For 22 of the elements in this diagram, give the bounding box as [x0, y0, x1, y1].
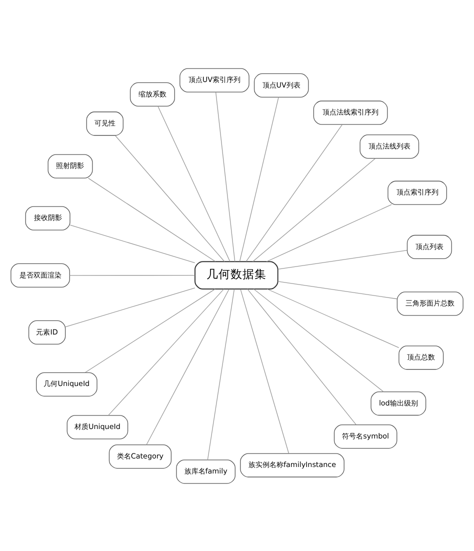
connector	[146, 288, 230, 445]
connector	[215, 91, 236, 262]
connector	[267, 288, 400, 348]
connector	[278, 280, 398, 299]
connector	[247, 288, 356, 424]
connector	[253, 288, 384, 392]
connector	[108, 288, 224, 416]
connector	[158, 105, 230, 262]
connector	[88, 177, 216, 262]
connector	[207, 288, 235, 460]
connector	[65, 287, 196, 327]
connector	[252, 158, 376, 262]
connector	[240, 288, 290, 454]
connector	[70, 224, 196, 263]
connector	[246, 124, 343, 262]
connector	[239, 96, 279, 262]
connector	[114, 134, 225, 262]
connector	[84, 288, 216, 372]
connector	[278, 249, 408, 270]
node-box: 几何数据集	[194, 260, 278, 290]
connector	[69, 274, 196, 276]
connector	[266, 204, 392, 262]
